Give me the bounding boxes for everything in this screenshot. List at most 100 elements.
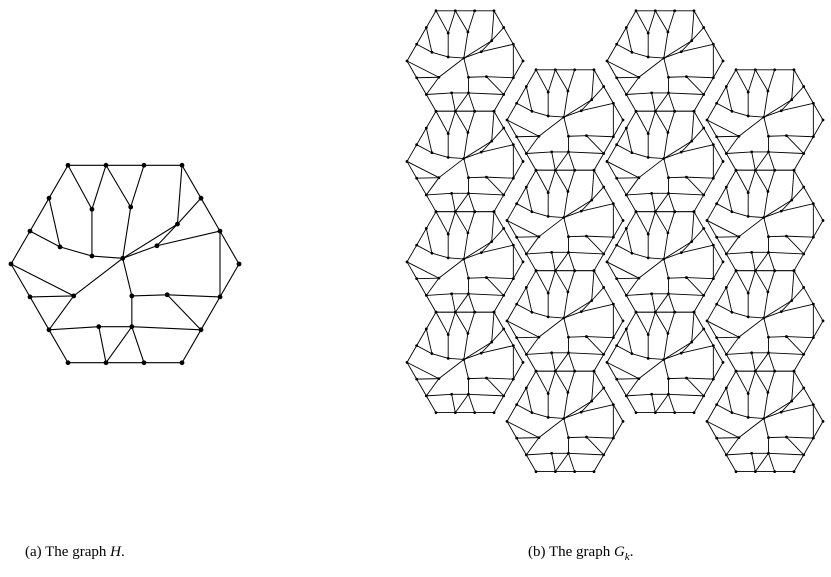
graph-vertex [811, 202, 815, 206]
graph-edge [516, 286, 527, 305]
graph-edge [786, 436, 805, 456]
graph-edge [538, 317, 565, 338]
graph-edge [563, 210, 582, 219]
graph-vertex [96, 324, 102, 330]
graph-edge [531, 110, 549, 117]
graph-edge [568, 251, 605, 255]
graph-edge [591, 286, 605, 302]
graph-vertex [602, 453, 606, 457]
graph-edge [416, 127, 427, 146]
graph-vertex [521, 160, 525, 163]
graph-edge [554, 370, 569, 393]
graph-vertex [746, 291, 750, 295]
graph-vertex [537, 335, 541, 339]
graph-edge [763, 411, 782, 419]
graph-edge [486, 377, 514, 380]
graph-edge [763, 99, 793, 118]
graph-vertex [767, 250, 770, 254]
graph-vertex [553, 470, 557, 474]
graph-edge [503, 177, 514, 196]
graph-edge [680, 345, 714, 354]
graph-vertex [611, 403, 615, 407]
graph-edge [438, 57, 465, 78]
graph-vertex [790, 98, 794, 102]
graph-edge [554, 151, 569, 171]
graph-vertex [511, 42, 515, 46]
graph-edge [525, 69, 537, 87]
graph-vertex [724, 85, 728, 88]
graph-edge [706, 102, 718, 121]
graph-edge [463, 258, 469, 279]
graph-edge [516, 387, 527, 406]
graph-edge [725, 69, 737, 87]
graph-vertex [685, 376, 688, 380]
graph-edge [625, 127, 633, 154]
graph-edge [768, 336, 787, 338]
graph-vertex [785, 234, 788, 238]
graph-vertex [424, 394, 428, 398]
graph-edge [780, 303, 814, 313]
graph-edge [668, 76, 687, 78]
graph-vertex [624, 26, 628, 29]
graph-vertex [715, 436, 719, 440]
graph-vertex [724, 252, 728, 256]
graph-edge [525, 352, 553, 355]
graph-vertex [592, 269, 596, 273]
graph-vertex [630, 151, 634, 155]
graph-edge [725, 370, 737, 389]
graph-edge [767, 370, 776, 393]
graph-edge [535, 69, 549, 93]
graph-edge [716, 437, 740, 439]
graph-edge [712, 361, 724, 380]
graph-edge [612, 404, 624, 422]
graph-edge [416, 345, 433, 355]
graph-vertex [766, 290, 770, 294]
graph-edge [706, 303, 718, 322]
graph-edge [768, 452, 776, 473]
graph-edge [586, 135, 614, 138]
graph-edge [768, 151, 776, 171]
graph-vertex [466, 231, 470, 235]
graph-edge [425, 10, 437, 28]
graph-edge [454, 311, 469, 334]
graph-edge [667, 311, 676, 334]
graph-edge [156, 230, 221, 247]
graph-edge [568, 336, 587, 338]
graph-vertex [198, 327, 204, 333]
graph-edge [616, 244, 633, 254]
graph-vertex [511, 76, 515, 80]
graph-vertex [573, 369, 577, 373]
graph-edge [468, 92, 476, 112]
graph-vertex [450, 292, 454, 296]
graph-edge [603, 286, 614, 305]
graph-vertex [650, 292, 654, 296]
graph-edge [754, 370, 769, 393]
graph-edge [780, 300, 793, 313]
graph-edge [591, 270, 595, 302]
graph-edge [725, 336, 740, 355]
graph-edge [735, 370, 749, 394]
graph-edge [606, 161, 640, 179]
graph-edge [767, 69, 776, 92]
graph-vertex [792, 470, 796, 474]
graph-edge [516, 86, 527, 104]
graph-vertex [605, 160, 609, 163]
graph-vertex [685, 75, 688, 79]
graph-edge [812, 102, 824, 121]
graph-vertex [502, 93, 506, 96]
graph-vertex [446, 232, 450, 236]
graph-vertex [711, 377, 715, 381]
graph-edge [763, 210, 782, 219]
graph-vertex [450, 392, 454, 396]
caption-b-suffix: . [629, 544, 634, 560]
graph-edge [425, 94, 437, 112]
graph-edge [435, 110, 449, 135]
graph-vertex [485, 276, 488, 279]
graph-vertex [434, 9, 438, 13]
graph-vertex [779, 310, 783, 314]
graph-edge [654, 92, 669, 112]
graph-gk-tile [505, 68, 625, 172]
graph-edge [638, 158, 665, 179]
graph-vertex [811, 302, 815, 306]
graph-edge [635, 110, 649, 135]
